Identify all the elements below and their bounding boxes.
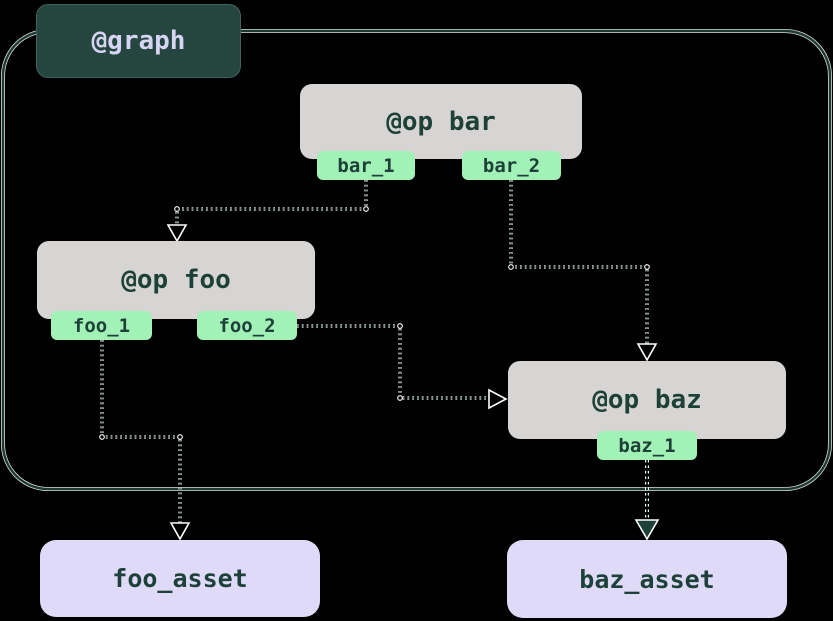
edge-foo1-to-foo-asset <box>99 340 191 541</box>
output-tag-foo-2-label: foo_2 <box>218 314 276 337</box>
op-node-foo-label: @op foo <box>121 265 231 295</box>
asset-node-baz-asset-label: baz_asset <box>579 564 715 594</box>
output-tag-bar-1-label: bar_1 <box>337 154 395 177</box>
edge-corner-dot <box>174 206 180 212</box>
edge-corner-dot <box>508 264 514 270</box>
edge-foo2-to-op-baz <box>297 323 508 410</box>
edge-corner-dot <box>397 395 403 401</box>
open-arrowhead-icon <box>636 343 658 362</box>
edge-bar1-to-op-foo <box>166 180 369 243</box>
edge-corner-dot <box>644 264 650 270</box>
edge-corner-dot <box>177 434 183 440</box>
output-tag-baz-1-label: baz_1 <box>618 434 676 457</box>
output-tag-foo-1: foo_1 <box>51 311 152 340</box>
op-node-baz: @op baz <box>508 361 786 439</box>
open-arrowhead-icon <box>166 224 188 243</box>
output-tag-bar-1: bar_1 <box>317 151 415 180</box>
open-arrowhead-icon <box>488 388 508 410</box>
edge-corner-dot <box>363 206 369 212</box>
edge-baz1-to-baz-asset <box>634 460 660 541</box>
output-tag-bar-2: bar_2 <box>462 151 561 180</box>
asset-node-foo-asset-label: foo_asset <box>112 564 248 593</box>
edge-bar2-to-op-baz <box>508 180 658 362</box>
op-node-foo: @op foo <box>37 241 315 319</box>
graph-node: @graph <box>36 4 241 78</box>
filled-arrowhead-icon <box>634 519 660 541</box>
op-node-baz-label: @op baz <box>592 385 702 415</box>
edge-corner-dot <box>99 434 105 440</box>
asset-node-foo-asset: foo_asset <box>40 540 320 617</box>
output-tag-foo-2: foo_2 <box>197 311 297 340</box>
open-arrowhead-icon <box>169 522 191 541</box>
op-node-bar: @op bar <box>300 84 582 159</box>
op-node-bar-label: @op bar <box>386 106 496 137</box>
output-tag-foo-1-label: foo_1 <box>72 314 131 337</box>
asset-node-baz-asset: baz_asset <box>507 540 787 618</box>
graph-node-label: @graph <box>91 26 186 56</box>
graph-container-outline <box>1 29 832 491</box>
output-tag-baz-1: baz_1 <box>597 431 697 460</box>
edge-corner-dot <box>397 323 403 329</box>
output-tag-bar-2-label: bar_2 <box>482 154 541 177</box>
